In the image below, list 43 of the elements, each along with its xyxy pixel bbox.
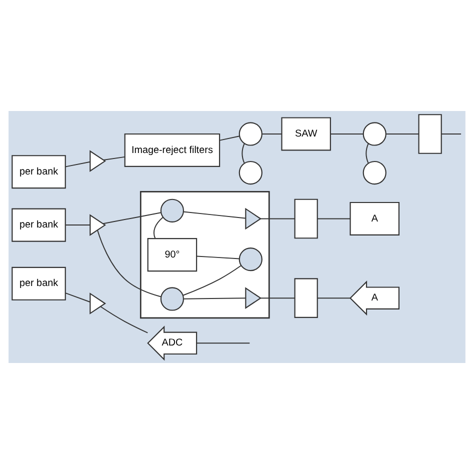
node-circle bbox=[362, 122, 386, 146]
connector bbox=[97, 230, 162, 298]
node-circle bbox=[238, 160, 262, 185]
node-box: SAW bbox=[281, 117, 331, 151]
connector bbox=[196, 256, 240, 260]
node-triangle bbox=[245, 287, 262, 309]
connector bbox=[65, 161, 91, 168]
connector bbox=[316, 298, 351, 299]
connector bbox=[100, 306, 148, 334]
node-circle bbox=[160, 287, 184, 311]
connector bbox=[316, 218, 351, 220]
node-circle bbox=[238, 122, 262, 146]
node-box: per bank bbox=[12, 208, 66, 242]
connector bbox=[182, 265, 242, 296]
connector bbox=[153, 216, 164, 239]
node-circle bbox=[160, 198, 184, 222]
node-box: per bank bbox=[12, 155, 66, 189]
node-box: Image-reject filters bbox=[124, 133, 220, 167]
connector bbox=[219, 136, 240, 141]
node-triangle bbox=[90, 292, 106, 314]
node-box: per bank bbox=[12, 266, 66, 300]
connector bbox=[366, 143, 369, 164]
connector bbox=[102, 212, 162, 224]
cluster bbox=[140, 191, 270, 319]
connector bbox=[65, 292, 91, 302]
node-box bbox=[294, 278, 318, 318]
connector bbox=[260, 218, 296, 220]
connector bbox=[242, 143, 245, 164]
connector bbox=[183, 298, 246, 300]
node-circle bbox=[362, 160, 386, 185]
node-box: 90° bbox=[147, 238, 198, 272]
node-triangle bbox=[245, 208, 262, 230]
node-box: A bbox=[350, 202, 400, 236]
node-box bbox=[294, 198, 318, 239]
connector bbox=[65, 224, 91, 226]
node-triangle bbox=[90, 150, 106, 172]
node-circle bbox=[238, 248, 262, 272]
connector bbox=[103, 156, 126, 160]
connector bbox=[182, 211, 246, 219]
connector bbox=[196, 342, 250, 344]
node-box bbox=[418, 114, 442, 154]
connector bbox=[260, 298, 296, 299]
node-triangle bbox=[90, 214, 106, 236]
